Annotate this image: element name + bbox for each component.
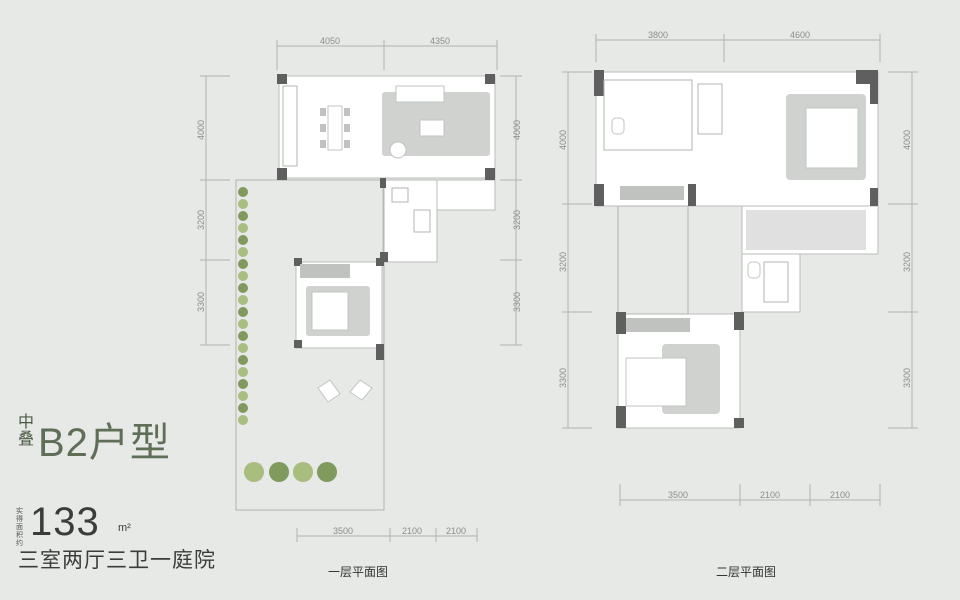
- floor1-dim-bottom-2: 2100: [402, 526, 422, 536]
- garden-plants-vertical: [238, 187, 248, 425]
- stairs-2f: [746, 210, 866, 250]
- floor2-dim-right-1: 4000: [902, 130, 912, 150]
- wardrobe-1f: [300, 264, 350, 278]
- floor2-dim-right-2: 3200: [902, 252, 912, 272]
- floor2-dim-left-2: 3200: [558, 252, 568, 272]
- floor1-dim-bottom-1: 3500: [333, 526, 353, 536]
- floor-1-plan: 4050 4350 4000 3200 3300 4000 3200 3300 …: [196, 36, 522, 579]
- corridor-2f: [617, 205, 689, 315]
- bed-2f: [625, 357, 687, 407]
- floor1-dim-top-2: 4350: [430, 36, 450, 46]
- area-label: 实得面积约: [16, 508, 23, 547]
- floor2-caption: 二层平面图: [716, 565, 776, 579]
- outdoor-chair-1: [317, 379, 341, 403]
- floor2-dim-bottom-3: 2100: [830, 490, 850, 500]
- floor2-dim-left-1: 4000: [558, 130, 568, 150]
- floor1-dim-left-2: 3200: [196, 210, 206, 230]
- floor2-dim-bottom-2: 2100: [760, 490, 780, 500]
- floor1-dim-top-1: 4050: [320, 36, 340, 46]
- wardrobe-2f: [626, 318, 690, 332]
- layout-description: 三室两厅三卫一庭院: [18, 549, 216, 572]
- ensuite-master: [603, 79, 693, 151]
- floor2-dim-top-2: 4600: [790, 30, 810, 40]
- stair-1f: [436, 179, 496, 211]
- floor1-dim-right-2: 3200: [512, 210, 522, 230]
- wardrobe-master: [620, 186, 684, 200]
- floor2-dim-right-3: 3300: [902, 368, 912, 388]
- floor2-dim-top-1: 3800: [648, 30, 668, 40]
- floor1-dim-right-3: 3300: [512, 292, 522, 312]
- outdoor-chair-2: [349, 379, 373, 401]
- garden-plants-horizontal: [244, 462, 337, 482]
- unit-type-prefix: 中叠: [18, 414, 35, 448]
- coffee-table-1f: [419, 119, 445, 137]
- armchair-1f: [389, 141, 407, 159]
- floor1-dim-bottom-3: 2100: [446, 526, 466, 536]
- floor1-caption: 一层平面图: [328, 565, 388, 579]
- dining-table: [327, 105, 343, 151]
- floor2-dim-left-3: 3300: [558, 368, 568, 388]
- area-unit: m²: [118, 522, 131, 534]
- floor1-dim-right-1: 4000: [512, 120, 522, 140]
- floor1-dim-left-3: 3300: [196, 292, 206, 312]
- bed-master: [805, 107, 859, 169]
- floor-2-plan: 3800 4600 4000 3200 3300 4000 3200 3300 …: [558, 30, 918, 579]
- bathroom-1f: [382, 179, 438, 263]
- floor1-dim-left-1: 4000: [196, 120, 206, 140]
- sofa-1f: [395, 85, 445, 103]
- area-value: 133: [30, 500, 100, 544]
- bed-1f: [311, 291, 349, 331]
- kitchen-counter: [282, 85, 298, 167]
- vanity-master: [697, 83, 723, 135]
- unit-type-name: B2户型: [38, 421, 171, 465]
- floor2-dim-bottom-1: 3500: [668, 490, 688, 500]
